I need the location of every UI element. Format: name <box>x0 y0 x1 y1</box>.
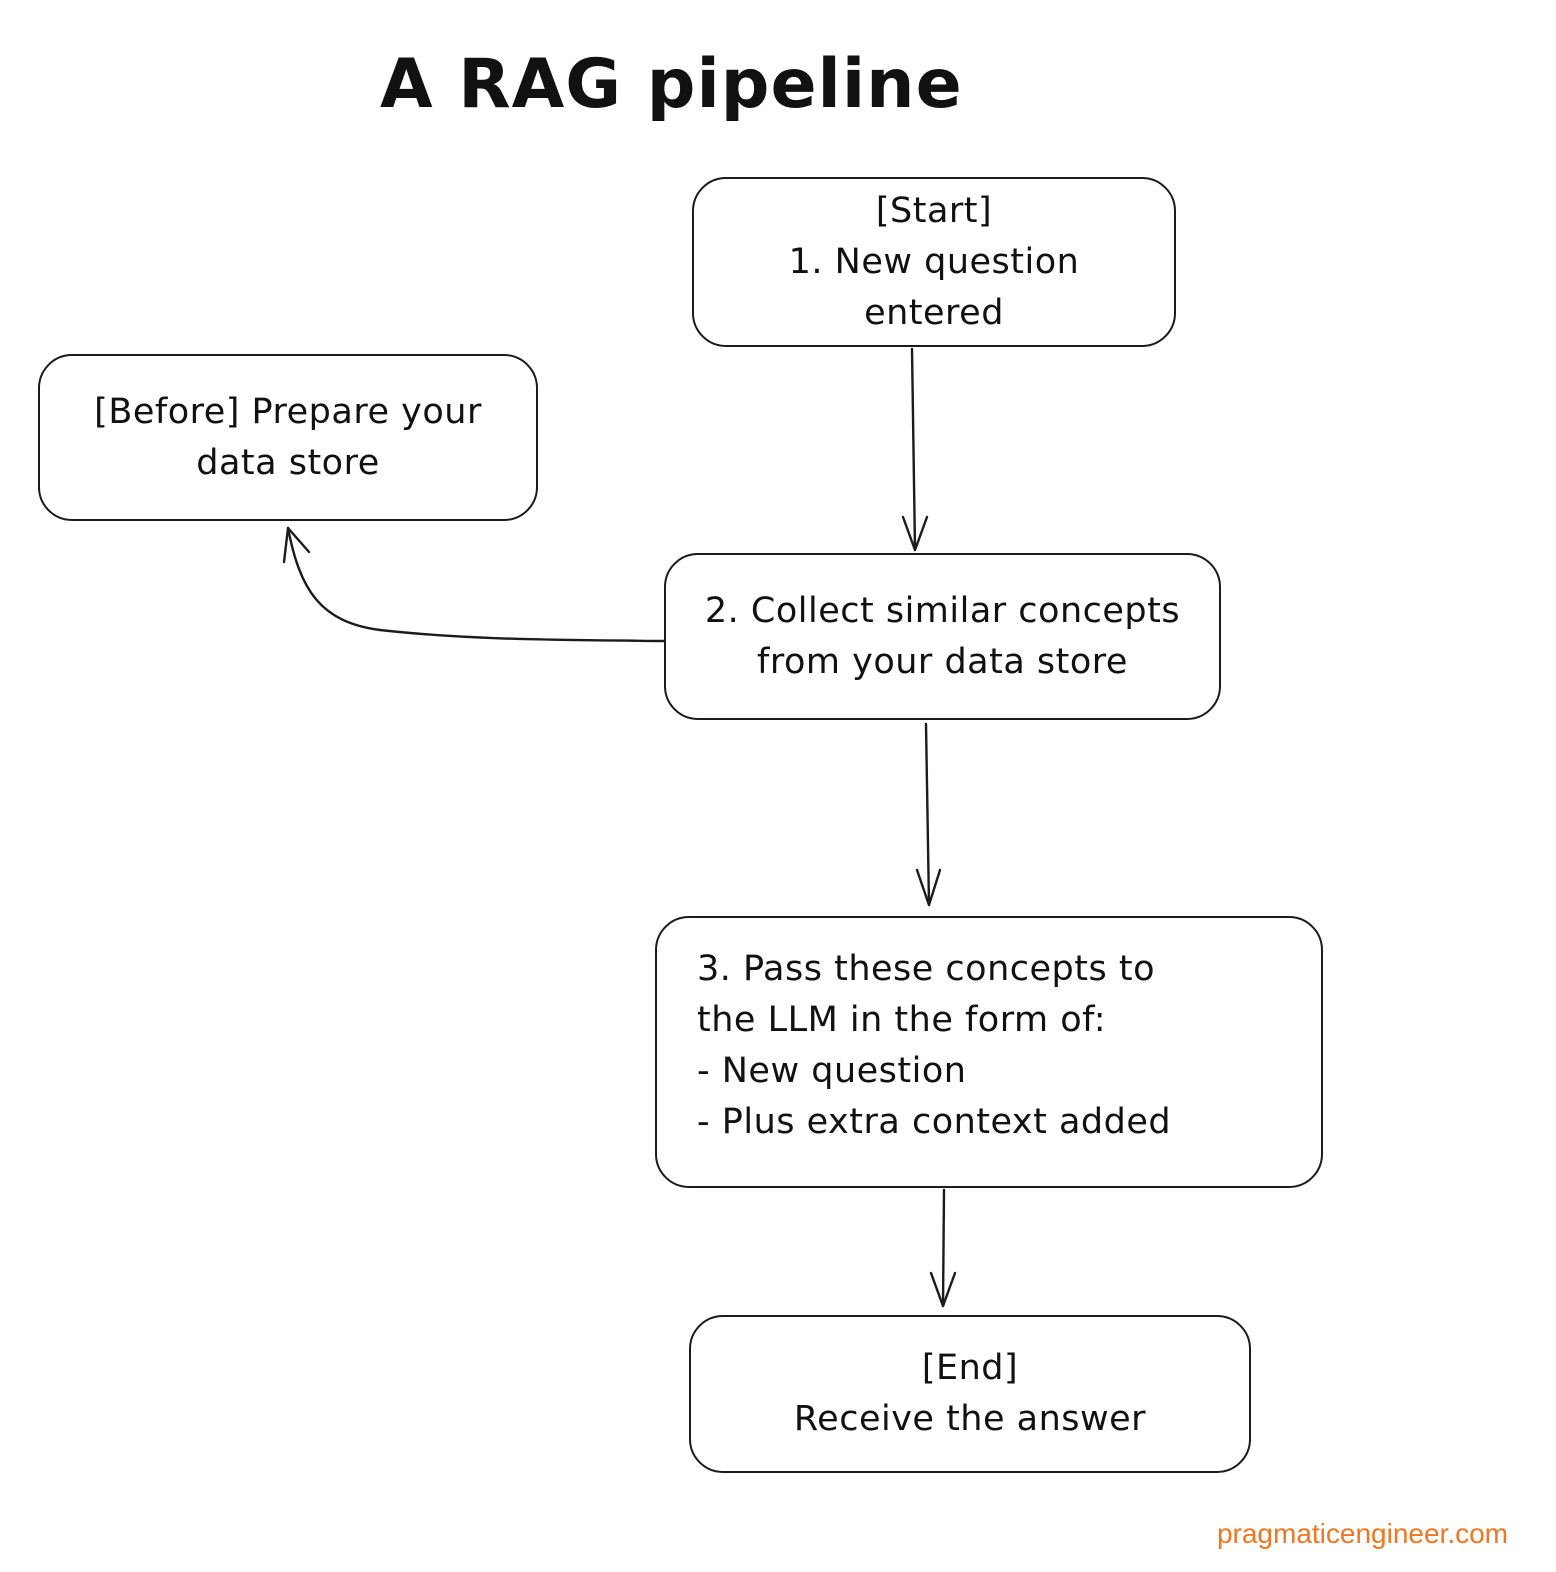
footer-source-link[interactable]: pragmaticengineer.com <box>1216 1518 1508 1549</box>
node-collect-line: from your data store <box>757 641 1128 682</box>
node-pass-line: - Plus extra context added <box>697 1102 1172 1142</box>
arrow-collect-to-pass <box>924 722 931 907</box>
node-start-line: 1. New question <box>788 241 1080 282</box>
node-pass-line: - New question <box>697 1051 967 1091</box>
node-before-line: [Before] Prepare your <box>94 391 482 432</box>
arrowhead-collect-to-pass <box>915 868 942 907</box>
arrowhead-pass-to-end <box>929 1271 957 1308</box>
node-end: [End] Receive the answer <box>689 1315 1251 1473</box>
node-start-line: [Start] <box>875 190 993 231</box>
node-start-line: entered <box>864 292 1004 333</box>
node-end-line: [End] <box>921 1348 1019 1388</box>
node-pass-line: the LLM in the form of: <box>697 1000 1106 1040</box>
node-end-line: Receive the answer <box>793 1399 1147 1439</box>
arrowhead-start-to-collect <box>901 515 929 552</box>
node-collect: 2. Collect similar concepts from your da… <box>664 553 1221 720</box>
node-start: [Start] 1. New question entered <box>692 177 1176 347</box>
diagram-title: A RAG pipeline <box>380 45 963 124</box>
node-before-line: data store <box>196 442 380 483</box>
arrowhead-collect-to-before <box>282 526 311 564</box>
node-before: [Before] Prepare your data store <box>38 354 538 521</box>
arrow-collect-to-before <box>286 526 666 643</box>
node-collect-line: 2. Collect similar concepts <box>704 590 1181 631</box>
node-pass-line: 3. Pass these concepts to <box>697 949 1155 989</box>
arrow-pass-to-end <box>941 1188 946 1308</box>
node-pass: 3. Pass these concepts to the LLM in the… <box>655 916 1323 1188</box>
arrow-start-to-collect <box>910 347 917 552</box>
